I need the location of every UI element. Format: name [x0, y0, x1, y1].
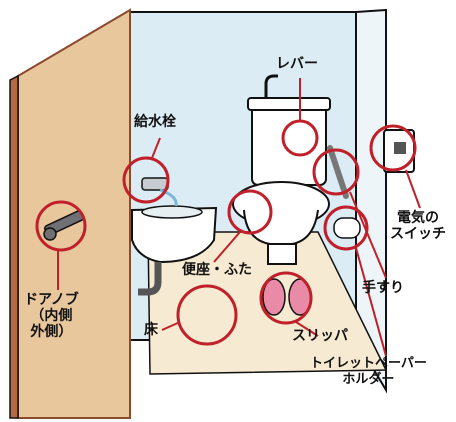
paper-roll [333, 217, 361, 239]
label-paper-holder: トイレットペーパー ホルダー [310, 356, 427, 387]
ring-seat-lid [227, 189, 273, 235]
label-light-switch: 電気の スイッチ [390, 210, 446, 242]
handrail-bar [327, 145, 349, 199]
ring-light-switch [369, 124, 417, 172]
leader-seat-lid [213, 231, 241, 263]
slippers-drawing [262, 278, 312, 316]
door [9, 8, 131, 419]
leader-water-valve [151, 137, 161, 159]
leader-handrail [349, 191, 387, 279]
ring-door-knob [35, 200, 87, 252]
label-lever: レバー [276, 56, 318, 72]
label-handrail: 手すり [362, 280, 404, 296]
ring-slippers [259, 271, 313, 325]
label-floor: 床 [144, 322, 158, 338]
label-seat-lid: 便座・ふた [182, 262, 252, 278]
ring-paper-holder [323, 205, 369, 251]
ring-handrail [312, 148, 360, 196]
leader-floor [161, 321, 181, 331]
label-door-knob: ドアノブ （内側 外側） [24, 292, 79, 340]
leader-slippers [295, 321, 319, 337]
label-water-valve: 給水栓 [134, 114, 176, 130]
leader-light-switch [405, 169, 421, 209]
leader-paper-holder [355, 247, 387, 357]
ring-floor [176, 284, 238, 346]
ring-water-valve [122, 156, 170, 204]
label-slippers: スリッパ [292, 328, 348, 344]
sink [131, 177, 218, 296]
